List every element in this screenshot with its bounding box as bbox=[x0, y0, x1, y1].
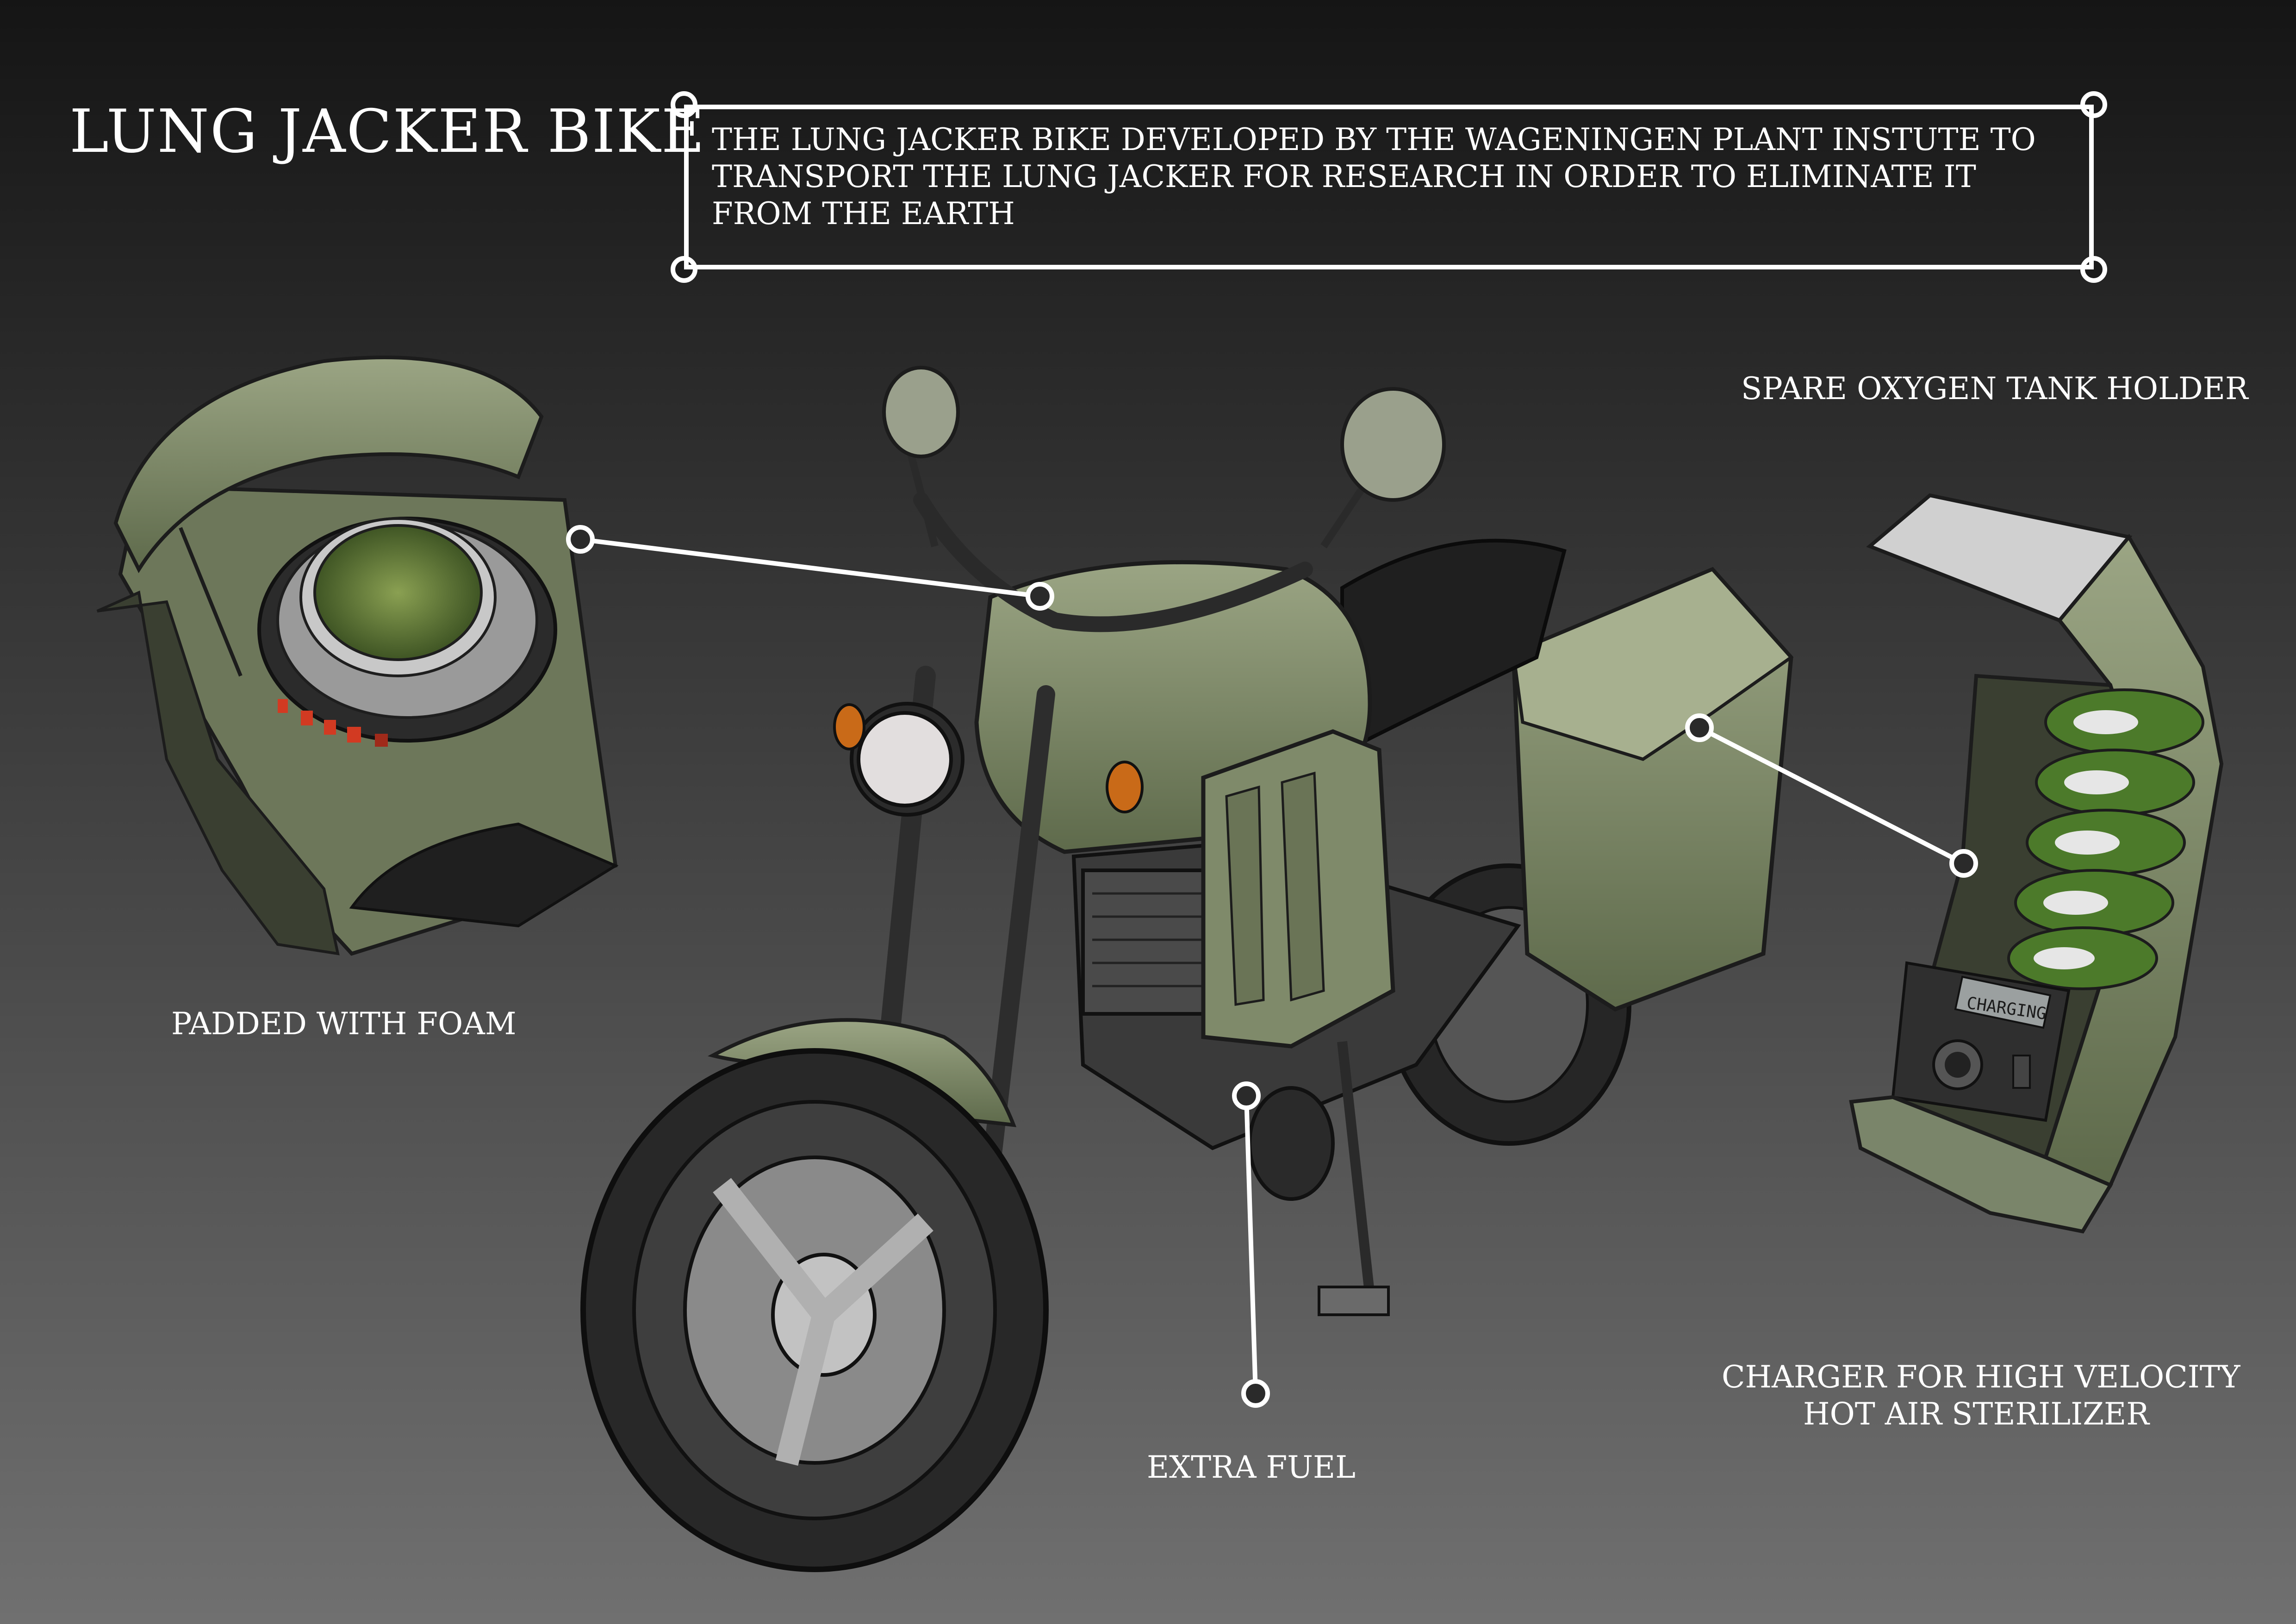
oxygen-tanks bbox=[2007, 688, 2204, 990]
foam-container-inset bbox=[96, 356, 619, 956]
description-text: THE LUNG JACKER BIKE DEVELOPED BY THE WA… bbox=[712, 121, 2082, 232]
description-frame bbox=[684, 105, 2094, 269]
callout-oxygen-line bbox=[1685, 713, 1978, 878]
label-spare-oxygen-tank-holder: SPARE OXYGEN TANK HOLDER bbox=[1741, 371, 2248, 406]
description-line-1: THE LUNG JACKER BIKE DEVELOPED BY THE WA… bbox=[712, 122, 2036, 157]
label-charger-line-1: CHARGER FOR HIGH VELOCITY bbox=[1722, 1359, 2240, 1395]
label-padded-with-foam: PADDED WITH FOAM bbox=[171, 1006, 516, 1042]
seat bbox=[1340, 538, 1567, 743]
left-mirror bbox=[882, 366, 960, 458]
exhaust bbox=[1248, 1086, 1335, 1201]
charger-panel: CHARGING bbox=[1891, 961, 2071, 1122]
page-title: LUNG JACKER BIKE bbox=[69, 97, 706, 166]
headlight bbox=[857, 711, 953, 807]
callout-foam-line bbox=[566, 525, 1054, 611]
red-indicator-lights bbox=[278, 699, 388, 747]
left-indicator bbox=[833, 703, 865, 750]
description-frame-corners bbox=[671, 91, 2107, 283]
oxygen-tank-holder-inset: CHARGING bbox=[1849, 493, 2224, 1234]
handlebars bbox=[913, 492, 1313, 632]
motorcycle bbox=[580, 366, 1794, 1572]
callout-fuel-line bbox=[1232, 1081, 1270, 1408]
right-mirror bbox=[1340, 387, 1446, 502]
label-charger: CHARGER FOR HIGH VELOCITY HOT AIR STERIL… bbox=[1722, 1359, 2240, 1433]
kickstand-foot bbox=[1318, 1286, 1390, 1316]
description-line-2: TRANSPORT THE LUNG JACKER FOR RESEARCH I… bbox=[712, 159, 1976, 194]
description-line-3: FROM THE EARTH bbox=[712, 196, 1015, 231]
right-indicator bbox=[1106, 761, 1144, 813]
label-extra-fuel: EXTRA FUEL bbox=[1147, 1449, 1356, 1485]
label-charger-line-2: HOT AIR STERILIZER bbox=[1803, 1396, 2149, 1432]
